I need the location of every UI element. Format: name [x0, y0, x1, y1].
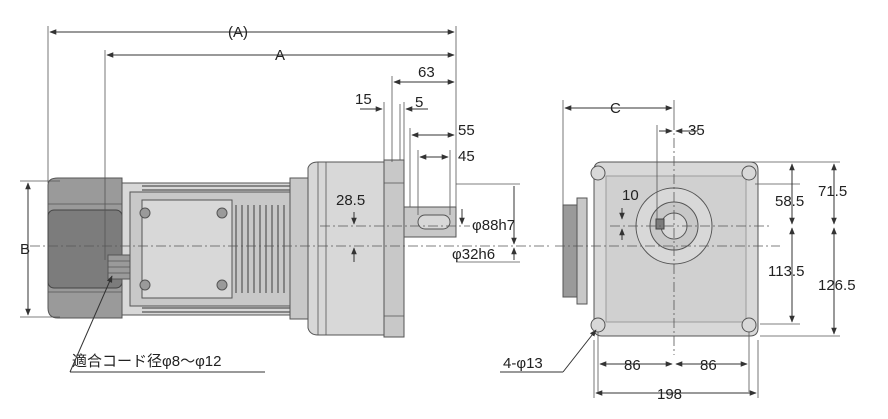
end-view-flange	[562, 197, 588, 305]
dim-55: 55	[458, 122, 475, 139]
dim-5: 5	[415, 94, 423, 111]
dim-113-5: 113.5	[768, 263, 804, 280]
dim-overall-a: (A)	[228, 24, 248, 41]
dim-45: 45	[458, 148, 475, 165]
motor-flange	[289, 177, 309, 320]
dim-b: B	[20, 241, 30, 258]
holes-note: 4-φ13	[503, 355, 543, 372]
dim-86-left: 86	[624, 357, 641, 374]
dim-71-5: 71.5	[818, 183, 847, 200]
gear-head	[307, 159, 405, 338]
dim-35: 35	[688, 122, 705, 139]
cord-diameter-note: 適合コード径φ8～φ12	[72, 352, 221, 370]
dim-28-5: 28.5	[336, 192, 365, 209]
side-view: (A) A 63 15 5 55 45 28.5	[20, 24, 550, 373]
dim-key-width: φ88h7	[472, 217, 515, 234]
dim-shaft-diameter: φ32h6	[452, 246, 495, 263]
dim-63: 63	[418, 64, 435, 81]
end-view: C 35 10 58.5 71.5 113.5 126.5 86 86	[500, 100, 856, 403]
dim-126-5: 126.5	[818, 277, 856, 294]
dim-86-right: 86	[700, 357, 717, 374]
dim-a: A	[275, 47, 285, 64]
dim-15: 15	[355, 91, 372, 108]
dim-10: 10	[622, 187, 639, 204]
cable-gland	[107, 254, 131, 280]
cooling-fins	[235, 205, 285, 293]
dim-58-5: 58.5	[775, 193, 804, 210]
motor-frame	[107, 182, 298, 316]
motor-end-cap	[47, 177, 123, 319]
dim-c: C	[610, 100, 621, 117]
output-shaft	[403, 206, 457, 238]
dim-198: 198	[657, 386, 682, 403]
